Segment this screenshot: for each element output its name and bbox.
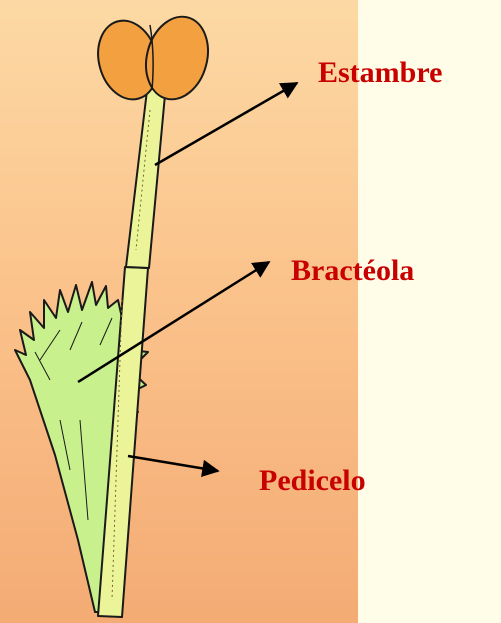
bracteola-label: Bractéola <box>291 256 414 286</box>
pedicelo-label: Pedicelo <box>259 466 366 496</box>
filament-shape <box>126 82 166 268</box>
pedicelo-arrow <box>128 456 218 471</box>
estambre-label: Estambre <box>318 58 442 88</box>
